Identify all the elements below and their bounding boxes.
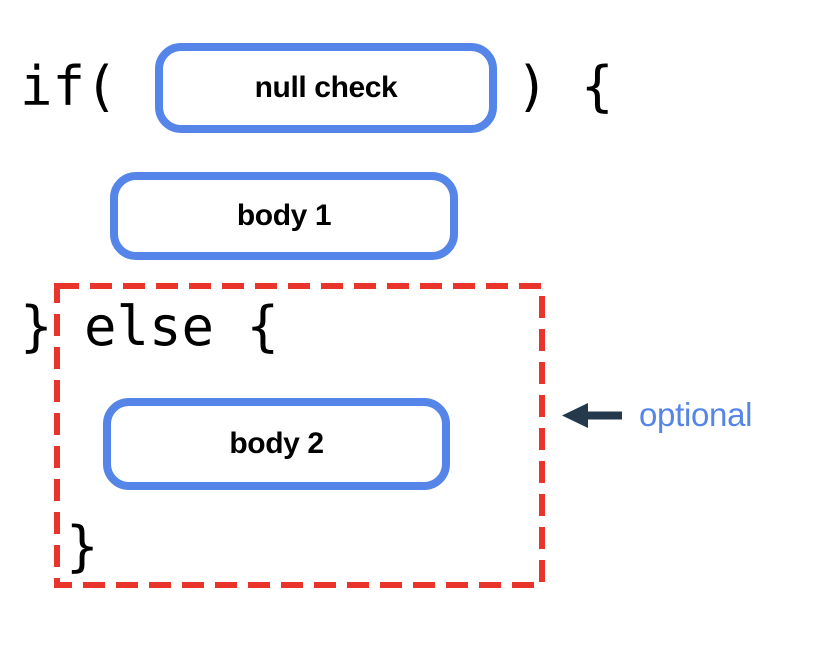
optional-annotation-label: optional xyxy=(639,396,753,433)
box-body-1[interactable]: body 1 xyxy=(110,172,458,260)
arrow-left-icon xyxy=(560,400,624,432)
box-null-check-label: null check xyxy=(254,71,398,104)
box-null-check[interactable]: null check xyxy=(155,43,497,133)
box-body-1-label: body 1 xyxy=(236,199,332,232)
code-close-paren-open-brace: ) { xyxy=(516,55,614,118)
code-closing-brace-if: } xyxy=(20,295,53,358)
code-if-open: if( xyxy=(20,55,118,118)
box-body-2[interactable]: body 2 xyxy=(103,398,450,490)
code-else-open: else { xyxy=(84,295,280,358)
box-body-2-label: body 2 xyxy=(229,427,324,460)
code-closing-brace-else: } xyxy=(66,515,99,578)
